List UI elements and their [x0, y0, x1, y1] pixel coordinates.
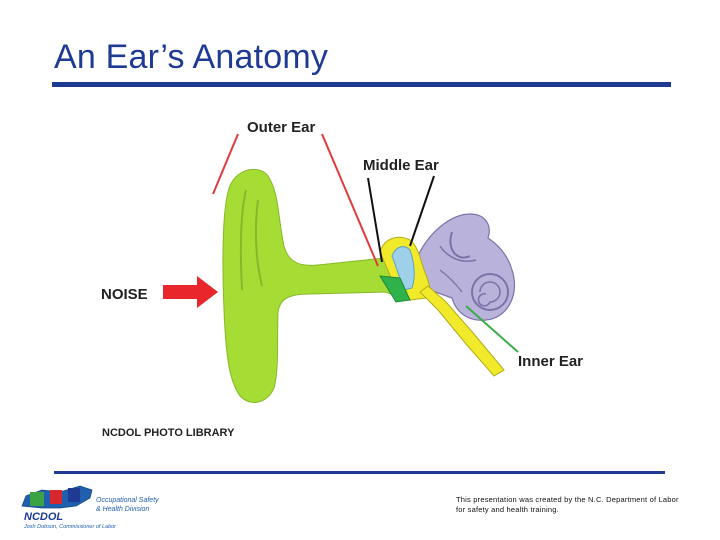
outer-ear-label: Outer Ear: [247, 119, 316, 136]
outer-ear-shape: [222, 168, 413, 403]
logo-wordmark: NCDOL: [24, 511, 63, 523]
footer-credit-text: This presentation was created by the N.C…: [456, 495, 679, 514]
noise-arrow-icon: [163, 276, 218, 308]
ncdol-logo: NCDOL Occupational Safety & Health Divis…: [21, 485, 159, 530]
outer-ear-pointer-left: [212, 133, 239, 195]
noise-label: NOISE: [101, 286, 148, 303]
outer-ear-pointer-right: [321, 133, 379, 267]
inner-ear-pointer: [465, 305, 519, 353]
footer-divider: [54, 471, 665, 474]
middle-ear-pointer-left: [367, 177, 383, 263]
logo-tagline-2: & Health Division: [96, 506, 149, 513]
middle-ear-label: Middle Ear: [363, 157, 439, 174]
photo-credit: NCDOL PHOTO LIBRARY: [102, 427, 235, 439]
middle-ear-pointer-right: [409, 175, 435, 247]
page-title: An Ear’s Anatomy: [54, 38, 329, 76]
logo-tagline-1: Occupational Safety: [96, 497, 159, 504]
title-divider: [52, 82, 671, 87]
logo-commissioner: Josh Dobson, Commissioner of Labor: [23, 524, 117, 530]
inner-ear-label: Inner Ear: [518, 353, 583, 370]
inner-ear-shape: [416, 213, 516, 321]
middle-ear-shape: [379, 236, 505, 377]
ear-anatomy-diagram: Outer Ear Middle Ear Inner Ear NOISE NCD…: [101, 119, 583, 439]
